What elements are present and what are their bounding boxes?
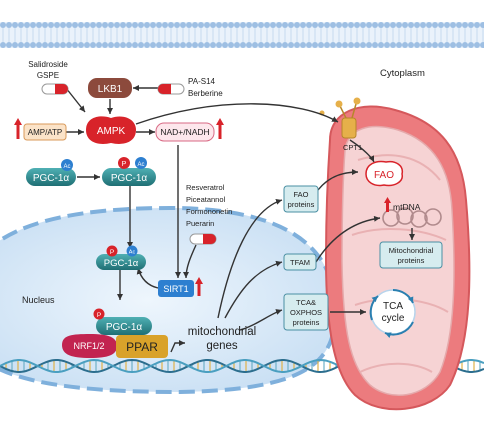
tfam-label: TFAM <box>290 258 310 267</box>
up-arrow-icon <box>384 197 391 212</box>
drug-label: Resveratrol <box>186 183 225 192</box>
lkb1-label: LKB1 <box>98 84 123 95</box>
cytoplasm-label: Cytoplasm <box>380 68 425 79</box>
ampk-label: AMPK <box>97 126 126 137</box>
pgc-label: PGC-1α <box>106 322 143 333</box>
nad-nadh-node: NAD+/NADH <box>155 122 215 142</box>
fao-proteins-label: FAO <box>293 190 308 199</box>
acetyl-marker: Ac <box>129 250 136 256</box>
tca-oxphos-label: TCA& <box>296 298 316 307</box>
nrf-node: NRF1/2 <box>62 334 117 358</box>
up-arrow-icon <box>14 118 22 139</box>
pgc-label: PGC-1α <box>104 258 139 269</box>
phospho-marker: P <box>110 249 114 256</box>
fao-proteins-label-2: proteins <box>288 200 315 209</box>
drug-label: Berberine <box>188 89 223 98</box>
pgc-node-acetyl: PGC-1α Ac <box>26 159 76 186</box>
acetyl-marker: Ac <box>137 162 144 168</box>
mtdna-label: mtDNA <box>393 202 421 212</box>
sirt1-node: SIRT1 <box>158 280 194 297</box>
drug-capsules <box>41 83 217 245</box>
drug-label: Piceatannol <box>186 195 226 204</box>
drug-label: PA-S14 <box>188 77 216 86</box>
tca-cycle: TCA cycle <box>369 289 416 339</box>
phospho-marker: P <box>97 312 101 319</box>
lkb1-node: LKB1 <box>88 78 132 98</box>
fao-label: FAO <box>374 170 394 181</box>
drug-label: Formononetin <box>186 207 232 216</box>
drug-label: GSPE <box>37 71 59 80</box>
capsule-icon <box>157 83 185 95</box>
mito-proteins-label-2: proteins <box>398 256 425 265</box>
increase-arrows <box>14 118 391 296</box>
sirt1-label: SIRT1 <box>163 284 188 294</box>
mito-proteins-label: Mitochondrial <box>389 246 434 255</box>
nrf-label: NRF1/2 <box>73 341 104 351</box>
tfam-box: TFAM <box>283 253 317 271</box>
pgc-node-complex: PGC-1α P <box>93 308 152 335</box>
up-arrow-icon <box>216 118 224 139</box>
ampk-node: AMPK <box>86 116 136 144</box>
ppar-label: PPAR <box>126 340 158 354</box>
amp-atp-label: AMP/ATP <box>28 128 63 137</box>
tca-label-2: cycle <box>382 313 405 324</box>
cpt1-label: CPT1 <box>343 143 362 152</box>
acetyl-marker: Ac <box>63 164 70 170</box>
drug-label: Puerarin <box>186 219 214 228</box>
pgc-node-nuclear: PGC-1α P Ac <box>96 245 146 270</box>
cpt1-transporter <box>319 97 361 139</box>
mtdna-circles <box>382 207 442 228</box>
mito-genes-label-2: genes <box>206 340 238 352</box>
arrows <box>65 85 415 353</box>
tca-oxphos-box: TCA& OXPHOS proteins <box>283 293 329 331</box>
mito-proteins-box: Mitochondrial proteins <box>379 241 443 269</box>
nucleus-label: Nucleus <box>22 295 55 305</box>
capsule-icon <box>189 233 217 245</box>
pgc-label: PGC-1α <box>111 173 148 184</box>
capsule-icon <box>41 83 69 95</box>
tca-oxphos-label-3: proteins <box>293 318 320 327</box>
phospho-marker: P <box>122 161 127 168</box>
tca-oxphos-label-2: OXPHOS <box>290 308 322 317</box>
ppar-node: PPAR <box>116 335 168 358</box>
nad-nadh-label: NAD+/NADH <box>160 127 209 137</box>
fao-mito-node: FAO <box>365 160 404 187</box>
mito-genes-label: mitochondrial <box>188 326 256 338</box>
fao-proteins-box: FAO proteins <box>283 185 319 213</box>
pgc-node-phospho-acetyl: PGC-1α P Ac <box>102 157 156 186</box>
pgc-label: PGC-1α <box>33 173 70 184</box>
drug-label: Salidroside <box>28 60 68 69</box>
cell-membrane <box>0 22 484 48</box>
amp-atp-node: AMP/ATP <box>23 123 67 141</box>
up-arrow-icon <box>195 277 203 296</box>
tca-label: TCA <box>383 301 403 312</box>
